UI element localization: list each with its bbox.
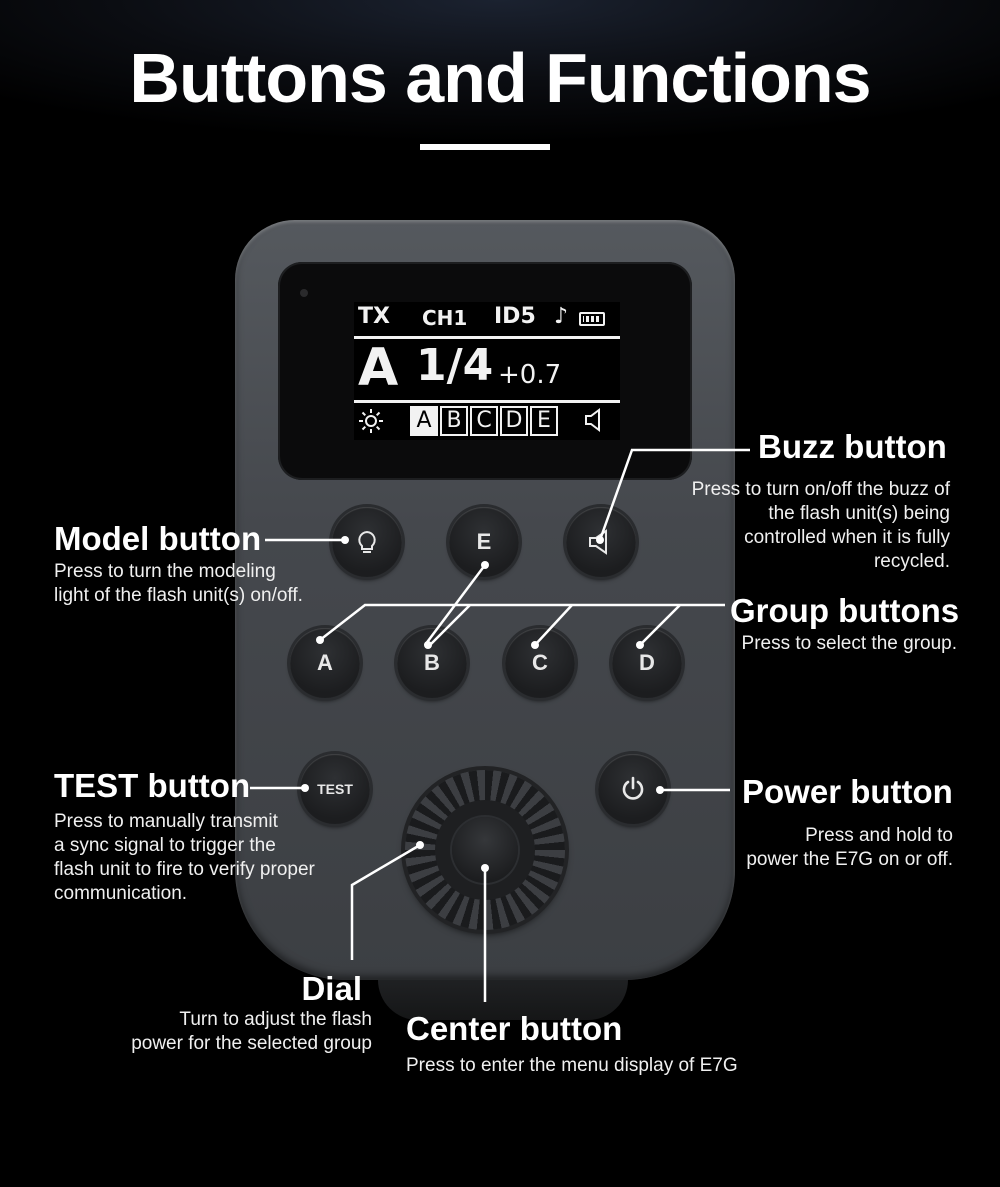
test-heading: TEST button — [54, 767, 251, 804]
center-description: Press to enter the menu display of E7G — [406, 1054, 738, 1078]
lcd-id: ID5 — [494, 304, 536, 329]
lcd-compensation: +0.7 — [498, 360, 562, 390]
group-callout-line-b — [424, 564, 486, 646]
page-title: Buttons and Functions — [129, 39, 871, 117]
buzz-desc-line: recycled. — [873, 551, 950, 572]
dial-desc-line: Turn to adjust the flash — [179, 1009, 372, 1030]
test-desc-line: communication. — [54, 883, 188, 904]
battery-icon — [579, 312, 605, 326]
model-desc-line: Press to turn the modeling — [54, 561, 276, 582]
lcd-channel: CH1 — [422, 306, 468, 330]
dial-callout-line — [350, 843, 421, 960]
buzz-description: Press to turn on/off the buzz of the fla… — [692, 478, 950, 574]
power-icon — [622, 776, 644, 800]
bulb-icon — [358, 530, 376, 553]
speaker-icon — [585, 408, 600, 432]
power-desc-line: power the E7G on or off. — [746, 849, 953, 870]
sun-icon — [359, 409, 383, 433]
lcd-group-e: E — [530, 406, 558, 436]
dial-desc-line: power for the selected group — [131, 1033, 372, 1054]
group-desc-line: Press to select the group. — [741, 633, 957, 654]
test-description: Press to manually transmit a sync signal… — [54, 810, 315, 906]
lcd-divider-bottom — [354, 400, 620, 403]
buzz-desc-line: the flash unit(s) being — [768, 503, 950, 524]
test-desc-line: a sync signal to trigger the — [54, 835, 276, 856]
group-a-button[interactable]: A — [290, 628, 360, 698]
note-icon: ♪ — [554, 304, 569, 329]
lcd-group-selector: A B C D E — [410, 406, 560, 436]
title-underline — [420, 144, 550, 150]
buzz-callout-line — [598, 448, 750, 541]
power-description: Press and hold to power the E7G on or of… — [746, 824, 953, 872]
lcd-group-b: B — [440, 406, 468, 436]
lcd-tx: TX — [358, 304, 390, 329]
lcd-divider-top — [354, 336, 620, 339]
power-desc-line: Press and hold to — [805, 825, 953, 846]
lcd-group-mode: A — [358, 338, 399, 398]
buzz-heading: Buzz button — [758, 428, 947, 465]
group-callout-line-e — [639, 604, 681, 646]
speaker-icon — [589, 529, 607, 555]
buzz-desc-line: Press to turn on/off the buzz of — [691, 479, 950, 500]
group-callout-line-d — [534, 604, 573, 646]
center-heading: Center button — [406, 1010, 623, 1047]
test-desc-line: Press to manually transmit — [54, 811, 278, 832]
test-desc-line: flash unit to fire to verify proper — [54, 859, 315, 880]
center-desc-line: Press to enter the menu display of E7G — [406, 1055, 738, 1076]
dial-heading: Dial — [301, 970, 362, 1007]
model-desc-line: light of the flash unit(s) on/off. — [54, 585, 303, 606]
lcd-group-d: D — [500, 406, 528, 436]
lcd-group-c: C — [470, 406, 498, 436]
group-callout-line — [319, 603, 725, 641]
power-heading: Power button — [742, 773, 953, 810]
model-description: Press to turn the modeling light of the … — [54, 560, 303, 608]
lcd-power: 1/4 — [416, 340, 494, 391]
status-led — [300, 289, 308, 297]
lcd-group-a: A — [410, 406, 438, 436]
lcd-display: TX CH1 ID5 ♪ A 1/4 +0.7 A B C D E — [354, 302, 620, 440]
group-b-button[interactable]: B — [397, 628, 467, 698]
buzz-desc-line: controlled when it is fully — [744, 527, 950, 548]
group-description: Press to select the group. — [742, 632, 957, 656]
group-callout-line-c — [429, 604, 471, 646]
model-heading: Model button — [54, 520, 262, 557]
group-heading: Group buttons — [730, 592, 960, 629]
test-button[interactable]: TEST — [300, 754, 370, 824]
dial-description: Turn to adjust the flash power for the s… — [131, 1008, 372, 1056]
